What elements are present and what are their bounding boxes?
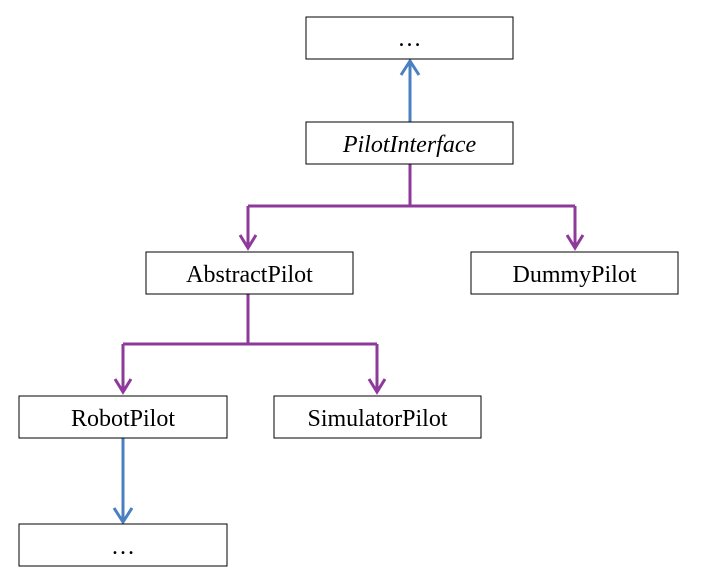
edge-robotpilot-to-bottom-ellipsis — [112, 438, 134, 525]
class-box — [18, 523, 228, 567]
node-robot-pilot: RobotPilot — [18, 395, 228, 439]
class-label: … — [111, 534, 135, 560]
node-bottom-ellipsis: … — [18, 523, 228, 567]
class-box — [145, 251, 354, 295]
arrowhead-down-icon — [367, 378, 387, 395]
class-box — [470, 251, 679, 295]
class-label: DummyPilot — [512, 262, 636, 288]
edge-pilotinterface-to-top-ellipsis — [399, 58, 421, 122]
arrowhead-down-icon — [565, 234, 585, 251]
node-dummy-pilot: DummyPilot — [470, 251, 679, 295]
node-top-ellipsis: … — [305, 16, 514, 60]
class-box — [305, 121, 514, 165]
class-label: AbstractPilot — [186, 262, 313, 288]
class-box — [273, 395, 482, 439]
class-label: SimulatorPilot — [307, 406, 447, 432]
class-box — [18, 395, 228, 439]
arrowhead-up-icon — [399, 58, 421, 76]
node-abstract-pilot: AbstractPilot — [145, 251, 354, 295]
edge-pilotinterface-children — [238, 164, 585, 251]
arrowhead-down-icon — [238, 234, 258, 251]
arrowhead-down-icon — [112, 507, 134, 525]
node-pilot-interface: PilotInterface — [305, 121, 514, 165]
node-simulator-pilot: SimulatorPilot — [273, 395, 482, 439]
class-label: … — [398, 26, 422, 52]
arrowhead-down-icon — [113, 378, 133, 395]
edges — [112, 58, 585, 525]
class-box — [305, 16, 514, 60]
edge-abstractpilot-children — [113, 294, 387, 395]
class-label: RobotPilot — [71, 406, 175, 432]
class-label: PilotInterface — [342, 132, 477, 158]
